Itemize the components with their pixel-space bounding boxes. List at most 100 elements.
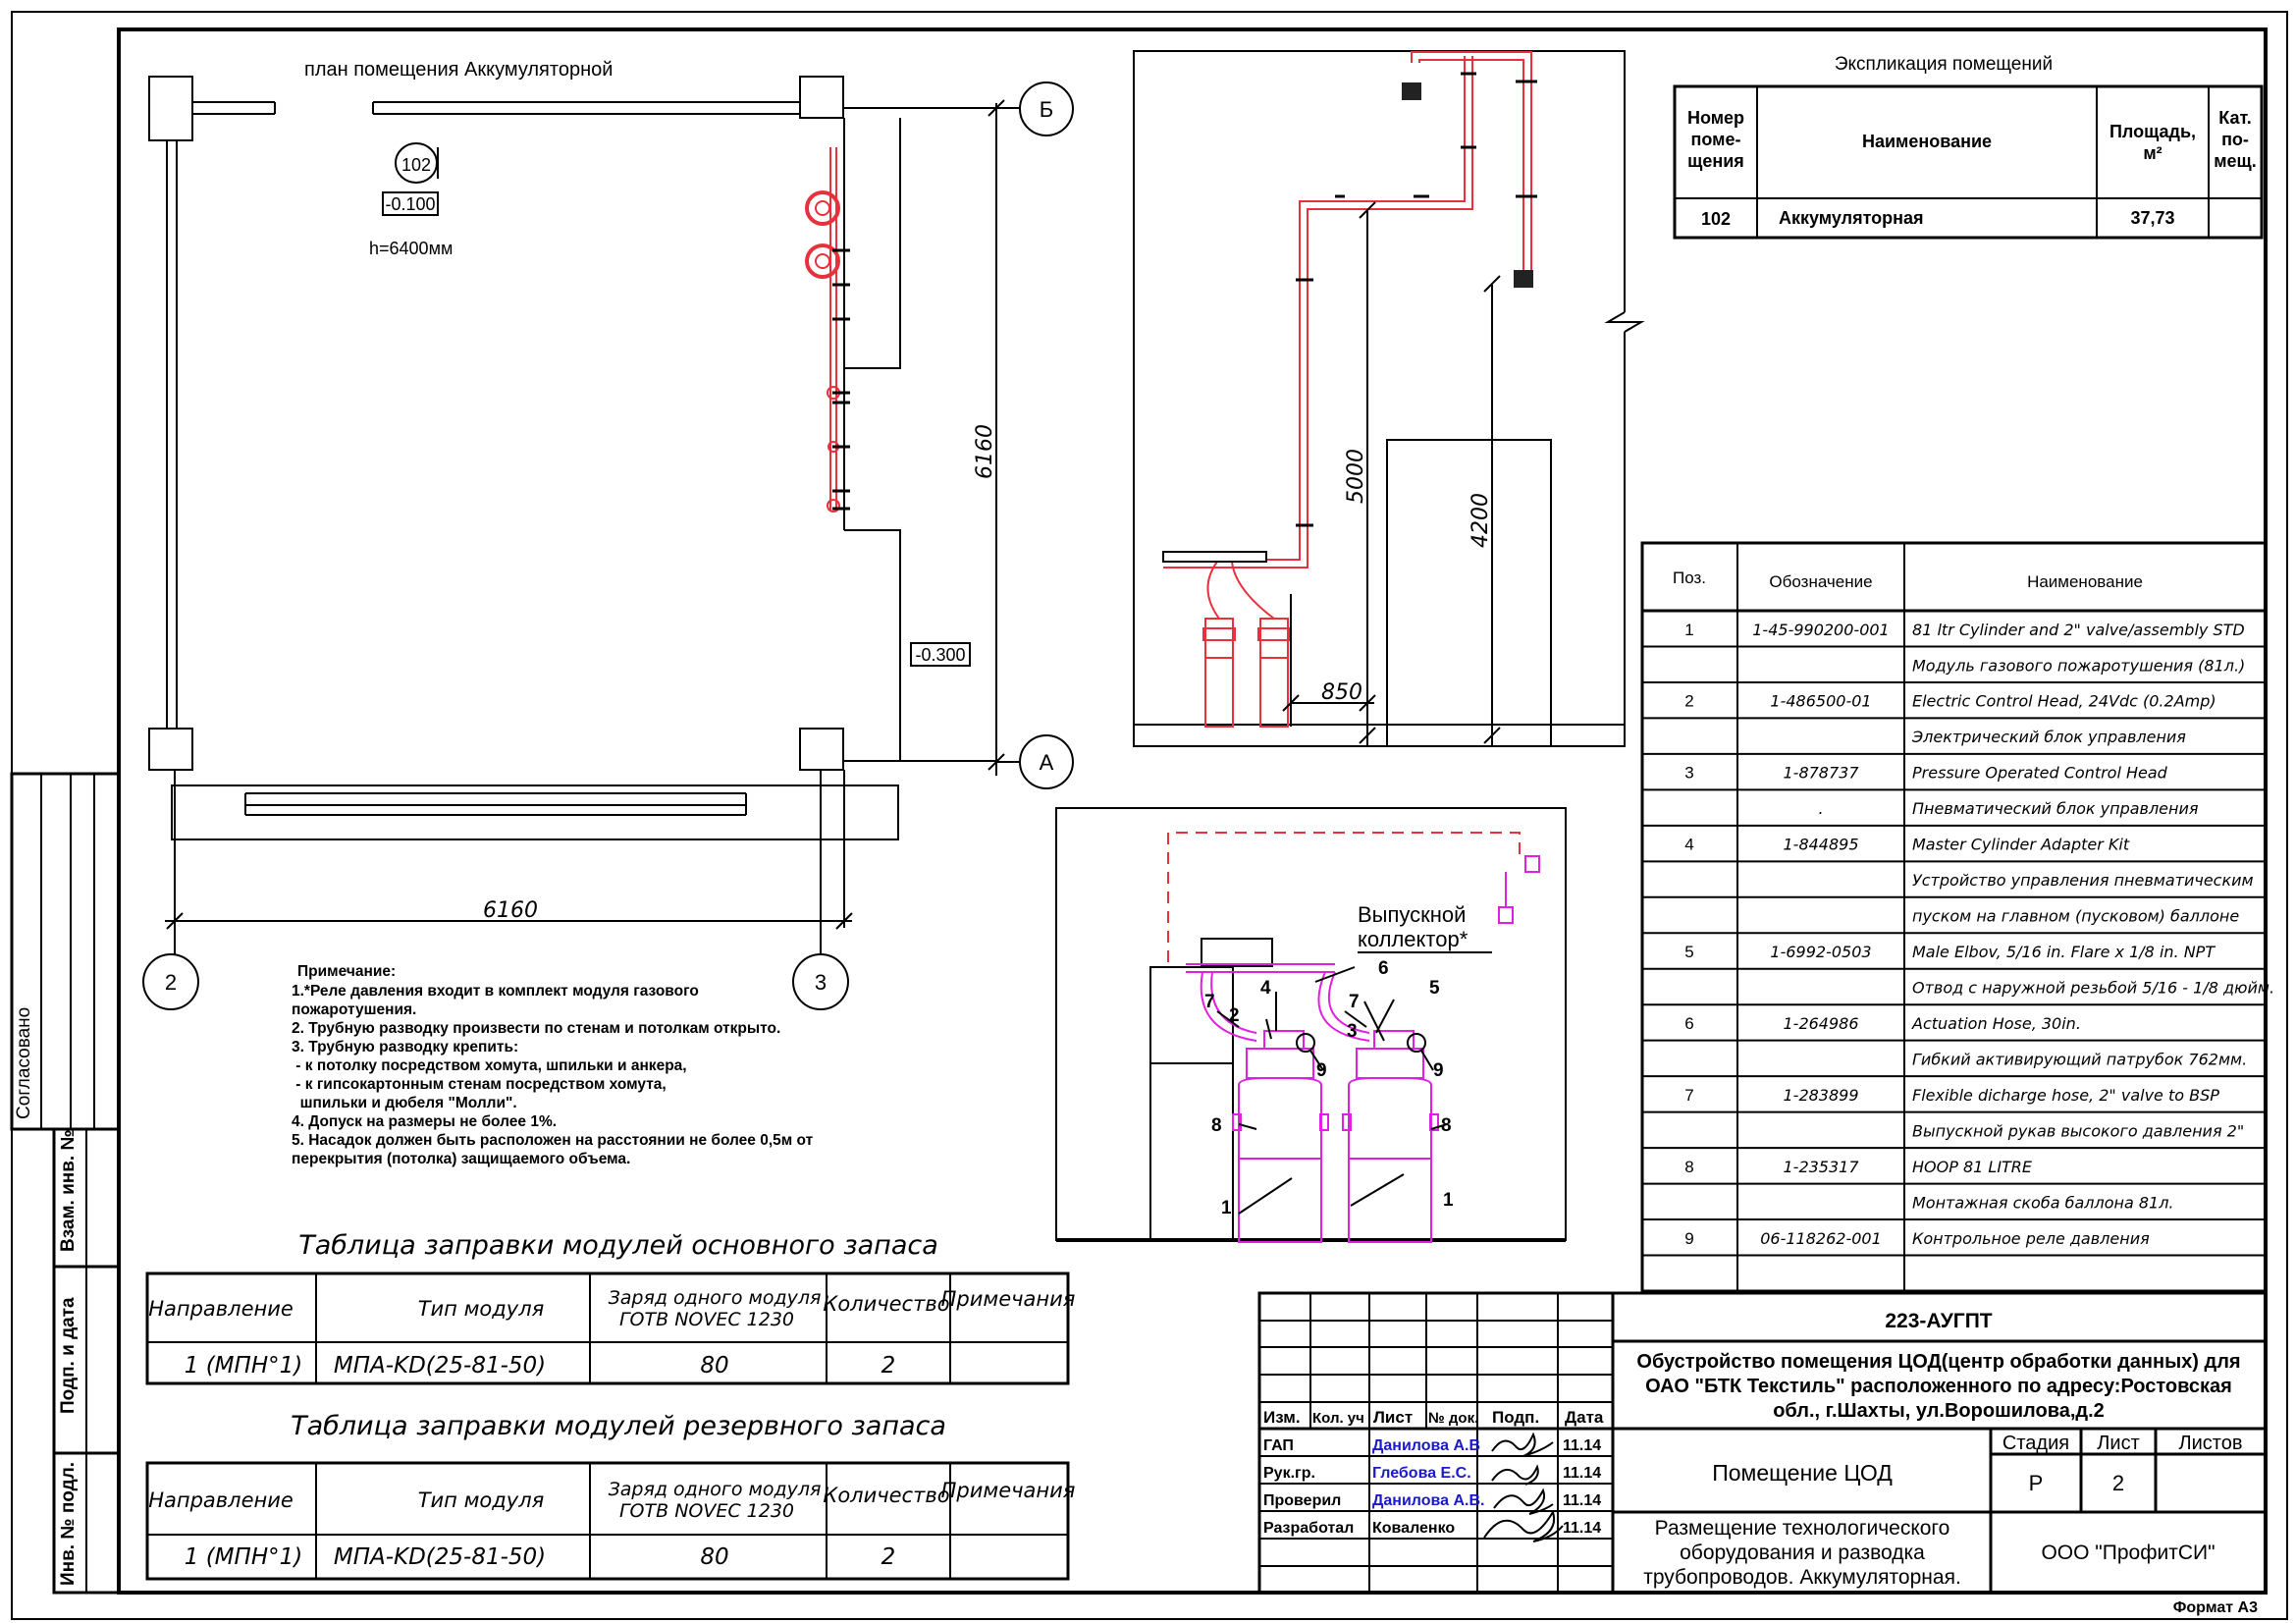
note-line: перекрытия (потолка) защищаемого объема.: [292, 1151, 630, 1167]
expl-h-cat-1: Кат.: [2218, 108, 2251, 128]
callout: 9: [1433, 1060, 1444, 1081]
spec-pos: 7: [1684, 1086, 1693, 1105]
spec-pos: 8: [1684, 1158, 1693, 1176]
elev-dim-850: 850: [1321, 680, 1362, 705]
collector-label-2: коллектор*: [1358, 927, 1468, 951]
spec-code: 06-118262-001: [1760, 1229, 1882, 1248]
callout: 4: [1260, 978, 1271, 999]
expl-h-cat-2: по-: [2221, 130, 2249, 149]
fill-main-type: МПА-KD(25-81-50): [334, 1353, 546, 1379]
spec-pos: 6: [1684, 1014, 1693, 1033]
spec-name: 81 ltr Cylinder and 2" valve/assembly ST…: [1912, 621, 2245, 639]
room-number: 102: [401, 155, 431, 175]
fill-main-qty: 2: [881, 1353, 896, 1379]
note-line: 4. Допуск на размеры не более 1%.: [292, 1113, 557, 1130]
spec-name: Electric Control Head, 24Vdc (0.2Amp): [1912, 692, 2216, 711]
level-mark-2: -0.300: [915, 645, 965, 665]
spec-name: Pressure Operated Control Head: [1912, 764, 2168, 783]
spec-h-code: Обозначение: [1769, 572, 1872, 591]
project-line-1: Обустройство помещения ЦОД(центр обработ…: [1636, 1351, 2240, 1373]
replace-inv-label: Взам. инв. №: [58, 1129, 79, 1252]
signer-name: Коваленко: [1372, 1520, 1455, 1537]
spec-pos: 1: [1684, 621, 1693, 639]
expl-h-number-1: Номер: [1687, 108, 1744, 128]
expl-room-number: 102: [1701, 209, 1731, 229]
project-line-2: ОАО "БТК Текстиль" расположенного по адр…: [1645, 1376, 2232, 1397]
expl-h-name: Наименование: [1862, 132, 1992, 151]
fill-reserve-h-charge-2: ГОТВ NOVEC 1230: [619, 1500, 794, 1522]
signer-date: 11.14: [1563, 1437, 1601, 1454]
expl-room-area: 37,73: [2130, 208, 2174, 228]
fill-main-h-type: Тип модуля: [418, 1297, 545, 1321]
callout: 3: [1347, 1021, 1358, 1042]
sign-date-label: Подп. и дата: [58, 1297, 79, 1414]
spec-name: HOOP 81 LITRE: [1912, 1158, 2033, 1176]
callout: 8: [1211, 1115, 1222, 1136]
note-line: - к потолку посредством хомута, шпильки …: [292, 1057, 687, 1074]
spec-pos: 3: [1684, 764, 1693, 783]
project-code: 223-АУГПТ: [1885, 1310, 1992, 1332]
format-label: Формат А3: [2173, 1599, 2258, 1616]
explication-title: Экспликация помещений: [1835, 54, 2053, 75]
fill-reserve-h-type: Тип модуля: [418, 1488, 545, 1512]
elev-dim-4200: 4200: [1468, 493, 1493, 548]
fill-reserve-charge: 80: [700, 1544, 728, 1570]
spec-name: Actuation Hose, 30in.: [1911, 1014, 2081, 1033]
fill-reserve-type: МПА-KD(25-81-50): [334, 1544, 546, 1570]
spec-name: Устройство управления пневматическим: [1912, 871, 2254, 890]
object-name: Помещение ЦОД: [1712, 1460, 1893, 1486]
spec-code: 1-283899: [1783, 1086, 1858, 1105]
signer-role: Разработал: [1263, 1520, 1354, 1537]
signer-role: Рук.гр.: [1263, 1465, 1315, 1482]
fill-reserve-h-direction: Направление: [148, 1488, 294, 1512]
expl-h-number-3: щения: [1687, 151, 1744, 171]
spec-code: 1-45-990200-001: [1752, 621, 1889, 639]
callout: 1: [1221, 1198, 1232, 1218]
plan-title: план помещения Аккумуляторной: [304, 59, 613, 81]
fill-reserve-h-charge-1: Заряд одного модуля: [609, 1479, 822, 1500]
stage-header: Стадия: [2002, 1433, 2069, 1454]
spec-name: Отвод с наружной резьбой 5/16 - 1/8 дюйм…: [1912, 979, 2274, 998]
spec-name: Male Elbov, 5/16 in. Flare x 1/8 in. NPT: [1912, 943, 2216, 961]
spec-code: 1-486500-01: [1770, 692, 1871, 711]
spec-code: 1-6992-0503: [1770, 943, 1871, 961]
tb-col-doc: № док.: [1428, 1410, 1478, 1427]
spec-code: 1-235317: [1783, 1158, 1859, 1176]
spec-pos: 5: [1684, 943, 1693, 961]
fill-table-main: Таблица заправки модулей основного запас…: [145, 1230, 1075, 1385]
signatures: [1483, 1432, 1564, 1542]
fill-reserve-qty: 2: [881, 1544, 896, 1570]
signer-name: Данилова А.В.: [1372, 1492, 1485, 1509]
sheet-title-2: оборудования и разводка: [1680, 1542, 1925, 1564]
fill-main-title: Таблица заправки модулей основного запас…: [298, 1230, 938, 1261]
spec-pos: 9: [1684, 1229, 1693, 1248]
spec-h-pos: Поз.: [1673, 568, 1706, 587]
sheet-header: Лист: [2097, 1433, 2139, 1454]
expl-h-area-2: м²: [2143, 143, 2162, 163]
room-plan: [148, 76, 1019, 954]
signer-name: Данилова А.В: [1372, 1437, 1480, 1454]
spec-name: Монтажная скоба баллона 81л.: [1912, 1193, 2174, 1212]
callout: 2: [1229, 1005, 1240, 1026]
note-line: шпильки и дюбеля "Молли".: [292, 1095, 517, 1111]
sheet-title-1: Размещение технологического: [1655, 1517, 1950, 1540]
spec-code: 1-264986: [1783, 1014, 1858, 1033]
callout: 9: [1316, 1060, 1327, 1081]
spec-name: Flexible dicharge hose, 2" valve to BSP: [1912, 1086, 2219, 1105]
level-mark-1: -0.100: [385, 194, 435, 214]
notes-title: Примечание:: [297, 963, 396, 980]
signer-date: 11.14: [1563, 1492, 1601, 1509]
cylinder-detail: [1055, 807, 1567, 1243]
note-line: 2. Трубную разводку произвести по стенам…: [292, 1020, 780, 1037]
signer-date: 11.14: [1563, 1465, 1601, 1482]
tb-col-sign: Подп.: [1492, 1408, 1539, 1427]
room-height: h=6400мм: [369, 239, 453, 258]
note-line: 1.*Реле давления входит в комплект модул…: [292, 983, 699, 1000]
note-line: пожаротушения.: [292, 1001, 416, 1018]
spec-pos: 2: [1684, 692, 1693, 711]
spec-code: 1-878737: [1783, 764, 1859, 783]
sheet-value: 2: [2112, 1471, 2124, 1495]
fill-main-h-direction: Направление: [148, 1297, 294, 1321]
